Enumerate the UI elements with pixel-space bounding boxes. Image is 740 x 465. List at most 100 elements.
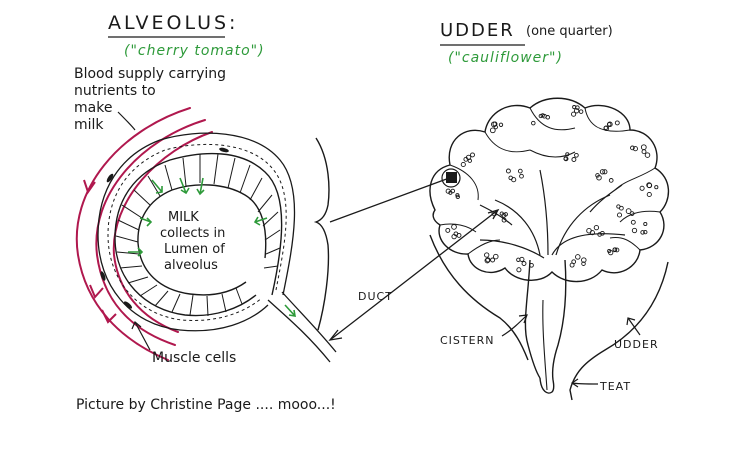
alveolus-dot: [614, 247, 620, 253]
cistern-outline: [524, 259, 567, 381]
lumen-label-line3: Lumen of: [164, 242, 225, 257]
lumen-label-line2: collects in: [160, 226, 226, 241]
alveolus-dot: [640, 230, 645, 235]
alveolus-dot: [519, 256, 525, 262]
teat-label: TEAT: [600, 380, 632, 393]
alveolus-dot: [484, 252, 490, 258]
alveolus-dot: [599, 169, 606, 175]
alveolus-dot: [503, 212, 508, 217]
blood-vessel-outer: [75, 107, 191, 361]
alveolus-dot: [511, 177, 517, 183]
udder-label: UDDER: [614, 338, 659, 351]
alveolus-dot: [646, 191, 652, 198]
blood-supply-label-line4: milk: [74, 117, 104, 133]
alveolus-dot: [578, 109, 584, 114]
alveolus-dot: [574, 152, 579, 158]
duct-label: DUCT: [358, 290, 393, 303]
alveolus-dot: [499, 211, 504, 216]
muscle-cell-layer: [97, 132, 296, 332]
alveolus-dot: [575, 254, 581, 260]
alveolus-dot: [644, 152, 651, 158]
epithelial-cell-dividers: [115, 153, 281, 317]
alveolus-duct: [267, 291, 337, 363]
alveolus-dot: [484, 257, 491, 264]
alveolus-dot: [455, 194, 460, 200]
alveolus-dot: [586, 227, 592, 234]
alveolus-dot: [521, 261, 527, 266]
cistern-pointer-head: [518, 314, 528, 324]
udder-pointer-head: [626, 317, 636, 326]
zoom-line-top: [329, 176, 453, 223]
blood-arrow-3: [101, 309, 117, 324]
alveolus-dot: [445, 188, 451, 194]
alveolus-dot: [470, 152, 475, 158]
alveolus-dot: [643, 221, 648, 227]
muscle-cells-pointer: [134, 321, 151, 351]
blood-supply-label-line3: make: [74, 100, 113, 116]
alveolus-dot: [451, 233, 457, 240]
blood-arrow-1: [83, 179, 96, 195]
alveolus-dot: [517, 168, 523, 174]
blood-supply-label-line1: Blood supply carrying: [74, 66, 227, 82]
alveolus-dot: [505, 168, 511, 174]
muscle-cell-layer-inner: [107, 143, 287, 321]
alveolus-dot: [640, 144, 647, 151]
udder-ducts: [479, 169, 626, 259]
alveolus-dot: [608, 178, 614, 183]
alveolus-dot: [455, 193, 460, 198]
udder-lobes-outline: [429, 97, 670, 283]
alveolus-dot: [619, 205, 624, 211]
alveolus-dot: [493, 253, 499, 260]
alveolus-dot: [563, 156, 568, 161]
magnify-bracket: [313, 137, 330, 331]
muscle-cell-nuclei: [100, 147, 229, 309]
alveolus-dot: [602, 169, 608, 175]
blood-flow-arrows: [83, 179, 117, 324]
teat-canal: [542, 299, 548, 391]
alveolus-dot: [632, 146, 638, 152]
udder-subtitle: (one quarter): [526, 24, 613, 39]
blood-supply-pointer: [117, 111, 136, 131]
udder-alveoli-dots: [445, 105, 659, 273]
udder-title: UDDER: [440, 20, 515, 41]
alveolus-dot: [498, 122, 504, 127]
milk-secretion-arrows: [128, 177, 296, 317]
alveolus-nickname: ("cherry tomato"): [124, 43, 265, 59]
duct-pointer: [329, 209, 499, 341]
alveolus-dot: [456, 232, 462, 238]
alveolus-dot: [490, 257, 496, 263]
alveolus-dot: [571, 111, 577, 117]
udder-skin: [429, 234, 669, 401]
alveolus-dot: [571, 157, 577, 162]
alveolus-outer-wall: [114, 152, 283, 317]
alveolus-dot: [519, 173, 524, 179]
cistern-pointer: [501, 314, 528, 337]
highlighted-alveolus: [446, 172, 457, 183]
udder-nickname: ("cauliflower"): [448, 50, 563, 66]
alveolus-dot: [616, 212, 623, 218]
alveolus-dot: [451, 224, 457, 230]
alveolus-dot: [606, 122, 612, 127]
alveolus-dot: [492, 121, 498, 127]
alveolus-dot: [565, 152, 570, 157]
alveolus-dot: [643, 229, 648, 235]
alveolus-dot: [460, 161, 466, 168]
alveolus-dot: [531, 120, 536, 126]
udder-pointer: [627, 317, 641, 336]
alveolus-dot: [489, 127, 496, 134]
highlighted-alveolus-ring: [441, 168, 461, 188]
alveolus-dot: [654, 185, 659, 190]
alveolus-title: ALVEOLUS:: [108, 12, 239, 34]
alveolus-dot: [629, 211, 635, 216]
muscle-cells-label: Muscle cells: [152, 350, 237, 366]
alveolus-dot: [630, 145, 635, 151]
cistern-label: CISTERN: [440, 334, 495, 347]
alveolus-dot: [581, 261, 586, 266]
alveolus-dot: [465, 154, 472, 161]
duct-pointer-head-left: [328, 329, 343, 341]
lumen-label-line1: MILK: [168, 210, 199, 225]
alveolus-dot: [646, 182, 653, 189]
alveolus-dot: [639, 185, 645, 191]
teat-outline: [539, 377, 555, 394]
